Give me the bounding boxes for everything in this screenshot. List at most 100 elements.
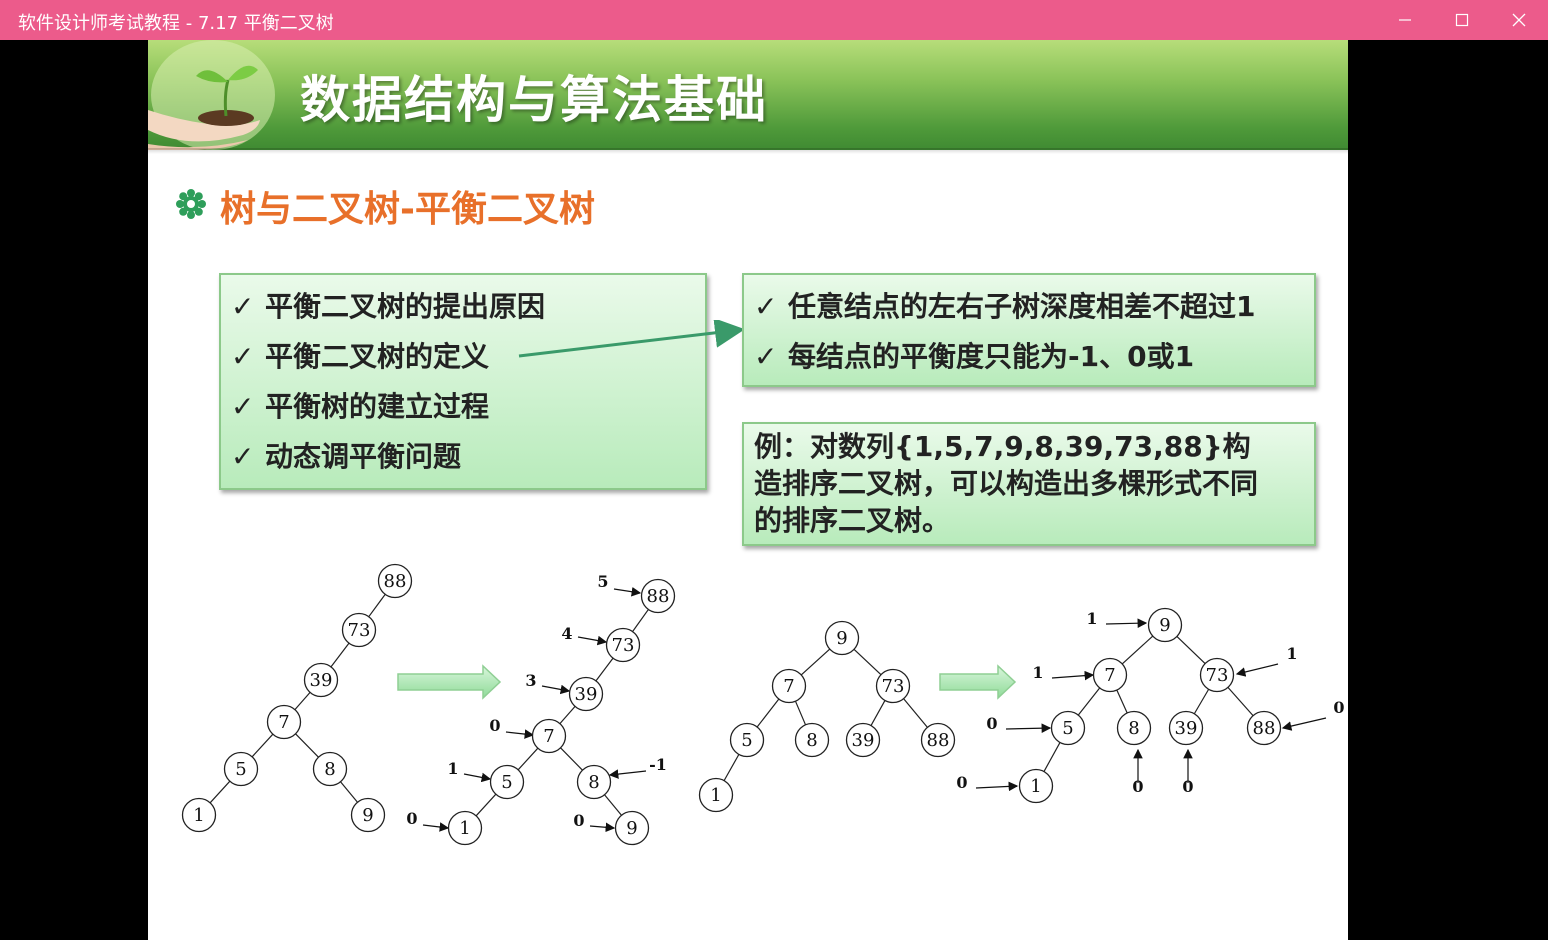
tree-node-label: 9 [836,628,847,649]
tree-node-label: 73 [882,676,905,697]
balanced-tree-annotated-node: 8 [1116,710,1152,746]
tree-node-label: 1 [1030,776,1041,797]
unbalanced-tree-edge [330,642,350,668]
example-box: 例：对数列{1,5,7,9,8,39,73,88}构 造排序二叉树，可以构造出多… [742,422,1316,546]
unbalanced-tree-annotated-node: 1 [447,810,483,846]
tree-node-circle [875,668,911,704]
balanced-tree-annotated-balance-label: 0 [956,773,967,792]
section-title: 树与二叉树-平衡二叉树 [220,189,595,230]
balanced-tree-annotated-node: 73 [1199,657,1235,693]
balanced-tree-annotated-node: 88 [1246,710,1282,746]
tree-node-label: 5 [235,759,246,780]
unbalanced-tree-annotated-balance-label: 4 [561,624,572,643]
window-title: 软件设计师考试教程 - 7.17 平衡二叉树 [18,13,334,34]
balanced-tree-node: 5 [729,722,765,758]
unbalanced-tree-annotated-balance-arrow [422,822,450,832]
tree-node-circle [531,718,567,754]
minimize-icon [1398,19,1411,21]
tree-node-circle [576,764,612,800]
balanced-tree-annotated-edge [1176,636,1206,664]
transition-arrow-2 [939,664,1017,700]
unbalanced-tree-annotated-balance-arrow [463,772,492,783]
balanced-tree-annotated-balance-label: 1 [1086,609,1097,628]
close-icon [1512,13,1525,27]
tree-node-circle [920,722,956,758]
example-line: 的排序二叉树。 [754,504,951,537]
tree-node-circle [266,704,302,740]
tree-node-label: 8 [1128,718,1139,739]
unbalanced-tree-node: 8 [312,751,348,787]
tree-node-circle [377,563,413,599]
unbalanced-tree-annotated-edge [517,747,539,771]
balanced-tree-annotated-balance-label: 0 [1182,777,1193,796]
minimize-button[interactable] [1376,0,1433,40]
unbalanced-tree-annotated-edge [632,609,649,632]
tree-node-circle [223,751,259,787]
balanced-tree-node: 7 [771,668,807,704]
definition-list: ✓任意结点的左右子树深度相差不超过1 ✓每结点的平衡度只能为-1、0或1 [744,282,1314,382]
maximize-button[interactable] [1433,0,1490,40]
balanced-tree-edge [723,754,740,781]
balanced-tree-annotated-balance-label: 0 [1132,777,1143,796]
definition-item: ✓任意结点的左右子树深度相差不超过1 [744,282,1314,332]
unbalanced-tree-annotated-balance-label: 5 [597,572,608,591]
balanced-tree-annotated-balance-arrow [1051,670,1095,681]
topic-item: ✓动态调平衡问题 [221,432,705,482]
unbalanced-tree-edge [368,593,386,618]
tree-node-label: 39 [852,730,875,751]
unbalanced-tree-node: 39 [303,662,339,698]
tree-node-circle [771,668,807,704]
tree-node-circle [1147,607,1183,643]
balanced-tree-node: 88 [920,722,956,758]
close-button[interactable] [1490,0,1547,40]
tree-node-circle [312,751,348,787]
balanced-tree-edge [870,700,886,726]
unbalanced-tree-annotated-edge [604,794,622,816]
balanced-tree-node: 39 [845,722,881,758]
balanced-tree-node: 73 [875,668,911,704]
tree-node-circle [729,722,765,758]
tree-node-label: 73 [612,635,635,656]
example-line: 例：对数列{1,5,7,9,8,39,73,88}构 [754,430,1251,463]
balanced-tree-annotated-edge [1043,742,1061,772]
balanced-tree-edge [800,648,831,676]
balanced-tree-annotated-edge [1193,688,1210,715]
tree-node-circle [698,777,734,813]
tree-node-label: 8 [806,730,817,751]
unbalanced-tree-node: 1 [181,797,217,833]
unbalanced-tree-node: 7 [266,704,302,740]
tree-node-circle [614,810,650,846]
unbalanced-tree-annotated-balance-label: 0 [489,716,500,735]
definition-box: ✓任意结点的左右子树深度相差不超过1 ✓每结点的平衡度只能为-1、0或1 [742,273,1316,387]
unbalanced-tree-edge [340,781,358,803]
unbalanced-tree-annotated-balance-arrow [505,729,535,739]
transition-arrow-1 [397,664,502,700]
balanced-tree-annotated-balance-arrow [1105,618,1148,629]
balanced-tree-annotated-node: 5 [1050,710,1086,746]
tree-node-circle [605,627,641,663]
unbalanced-tree-annotated-node: 7 [531,718,567,754]
tree-node-circle [568,676,604,712]
balanced-tree-annotated-edge [1227,686,1254,717]
tree-node-circle [1246,710,1282,746]
check-icon: ✓ [231,290,255,323]
tree-node-circle [341,612,377,648]
balanced-tree-edge [853,648,882,676]
tree-node-label: 7 [1104,665,1115,686]
unbalanced-tree-annotated-balance-arrow [608,769,647,779]
tree-node-circle [1050,710,1086,746]
unbalanced-tree-annotated-edge [560,747,583,771]
tree-node-label: 9 [626,818,637,839]
unbalanced-tree-annotated-node: 8 [576,764,612,800]
tree-node-label: 1 [710,785,721,806]
unbalanced-tree-edge [209,780,231,804]
unbalanced-tree-annotated-node: 88 [640,578,676,614]
tree-node-circle [1116,710,1152,746]
tree-node-circle [1018,768,1054,804]
unbalanced-tree-annotated-edge [559,705,576,725]
balanced-tree-annotated-balance-label: 1 [1032,663,1043,682]
tree-node-circle [447,810,483,846]
balanced-tree-annotated-balance-label: 1 [1286,644,1297,663]
balanced-tree-node: 1 [698,777,734,813]
